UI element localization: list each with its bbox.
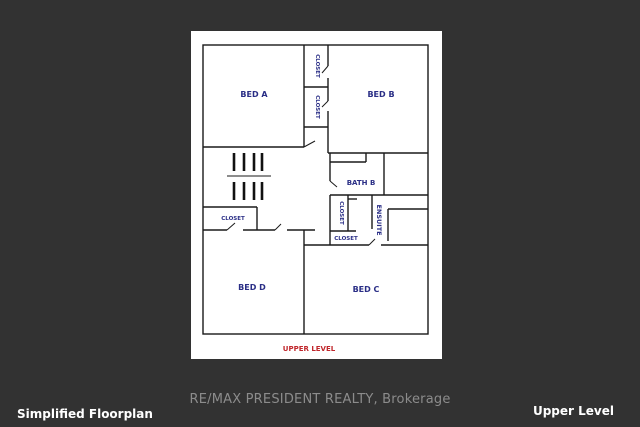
room-label-closet-lower: CLOSET [314,95,320,119]
door-swings [226,65,376,246]
floorplan-drawing: BED A BED B BED D BED C BATH B CLOSET CL… [202,44,429,353]
floorplan-walls [202,44,429,335]
room-label-closet-mid: CLOSET [338,201,344,225]
caption-simplified-floorplan: Simplified Floorplan [17,407,153,421]
floorplan-card: BED A BED B BED D BED C BATH B CLOSET CL… [191,31,442,359]
room-label-bath-b: BATH B [347,179,376,187]
room-label-bed-c: BED C [353,285,380,294]
outer-wall [202,44,429,335]
room-label-closet-left: CLOSET [221,216,245,222]
room-label-bed-d: BED D [238,283,266,292]
room-label-bed-a: BED A [240,90,268,99]
room-label-closet-bottom: CLOSET [334,236,358,242]
stairs-icon [232,153,264,200]
brokerage-watermark: RE/MAX PRESIDENT REALTY, Brokerage [189,392,451,407]
room-label-closet-upper: CLOSET [314,54,320,78]
caption-upper-level: Upper Level [532,404,614,418]
room-label-bed-b: BED B [367,90,394,99]
room-label-ensuite: ENSUITE [375,204,383,235]
level-label: UPPER LEVEL [283,345,336,353]
